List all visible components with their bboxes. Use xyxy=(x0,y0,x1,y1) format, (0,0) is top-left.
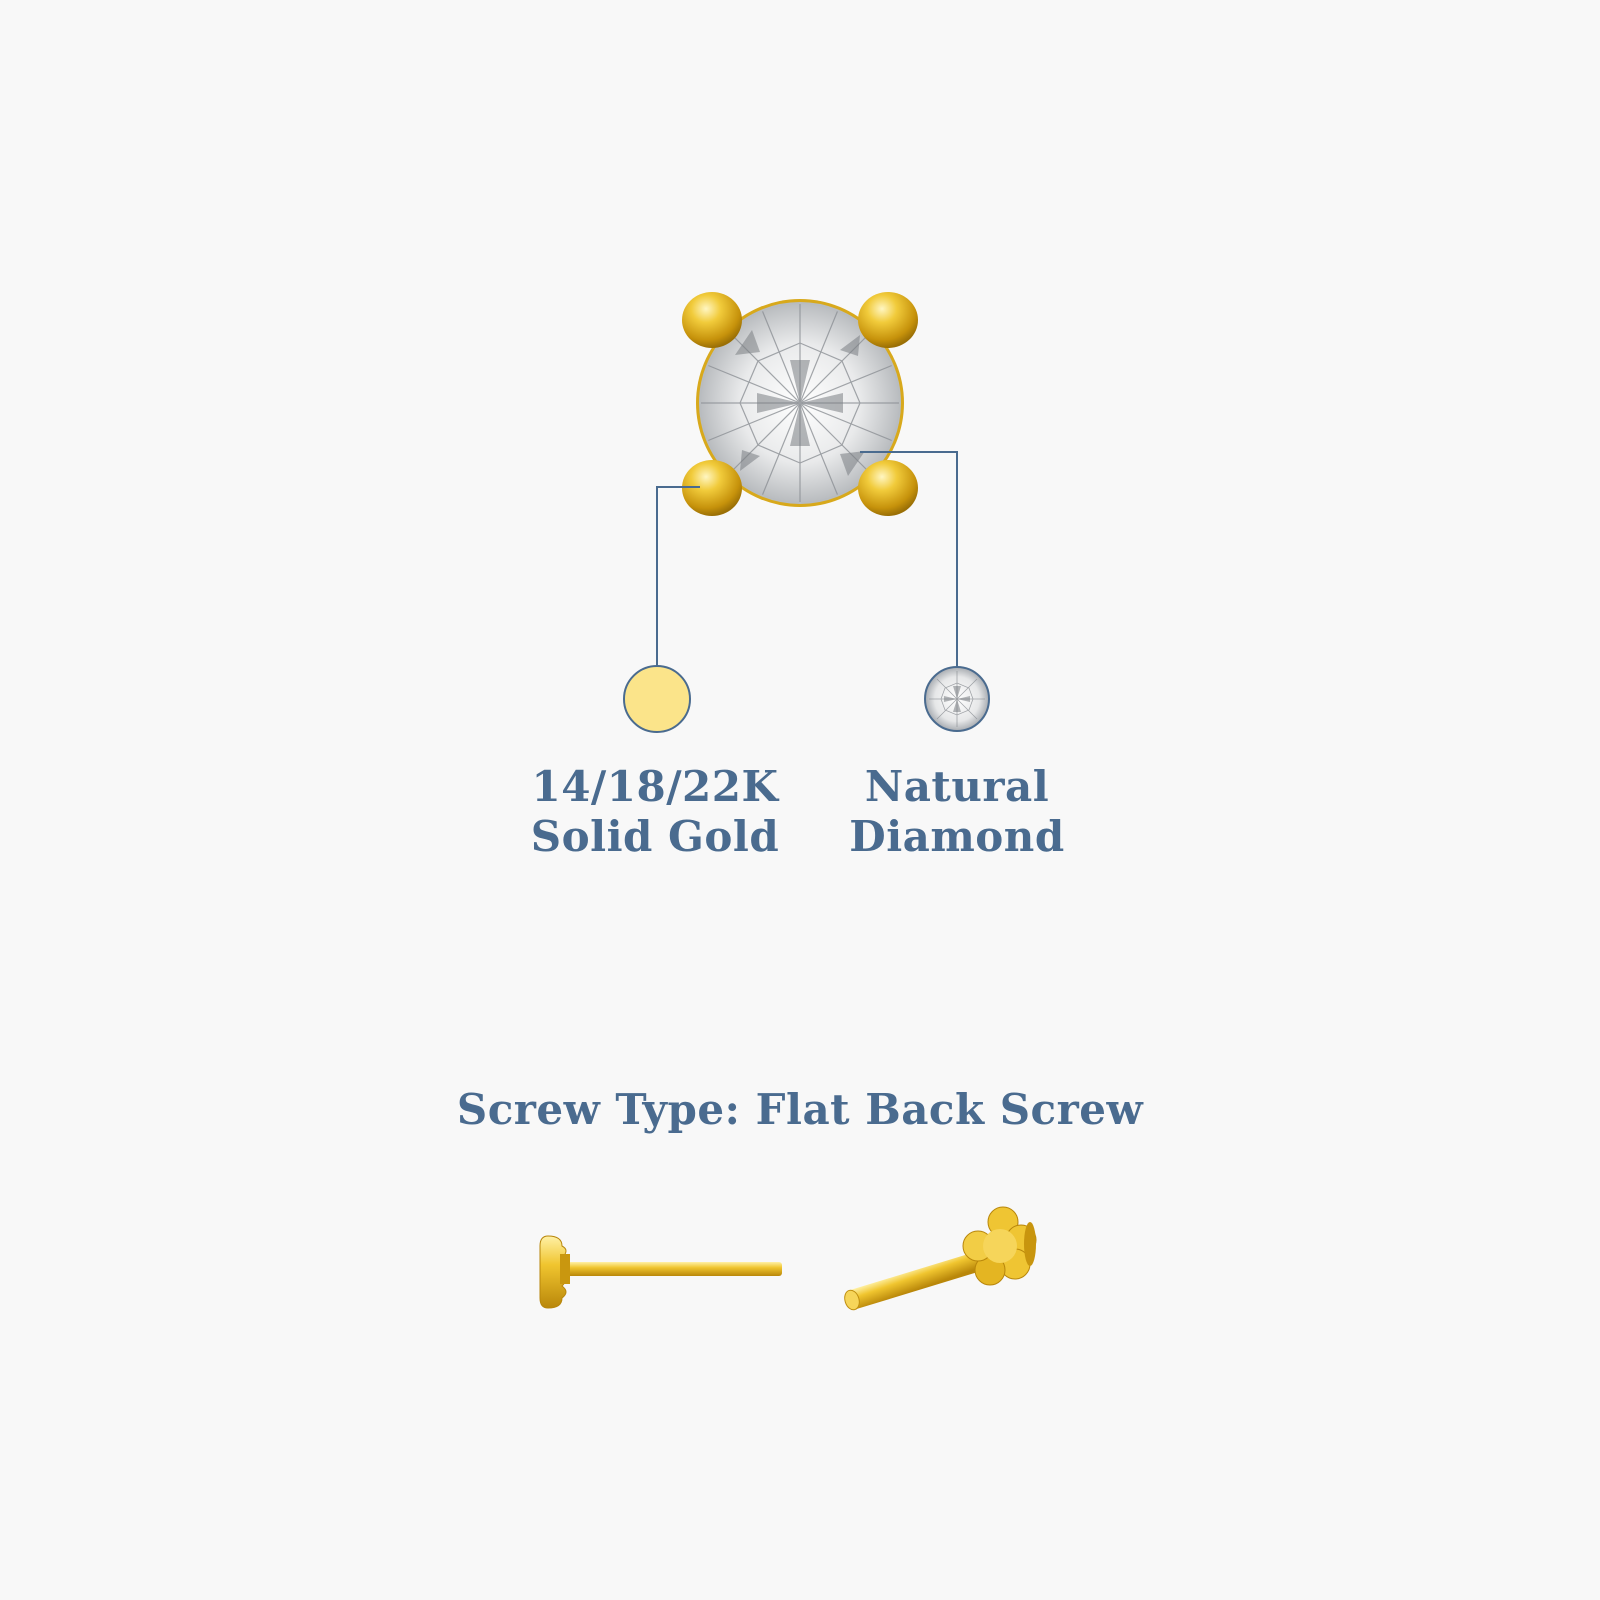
prong-top-left xyxy=(682,292,742,348)
screw-type-heading: Screw Type: Flat Back Screw xyxy=(456,1085,1144,1134)
flat-back-screw-side-view xyxy=(539,1235,782,1309)
prongs xyxy=(682,292,918,516)
prong-top-right xyxy=(858,292,918,348)
screw-flower-head xyxy=(962,1206,1037,1286)
prong-bottom-right xyxy=(858,460,918,516)
diamond-swatch xyxy=(924,666,990,732)
prong-bottom-left xyxy=(682,460,742,516)
gold-swatch xyxy=(623,665,691,733)
flat-back-screw-angled-view xyxy=(844,1206,1037,1311)
stud-earring xyxy=(682,292,918,516)
gold-leader-line xyxy=(656,486,700,667)
gold-label-line1: 14/18/22K xyxy=(531,762,779,811)
diamond-label-line1: Natural xyxy=(864,762,1050,811)
diamond-material-label: Natural Diamond xyxy=(797,762,1117,862)
diamond-leader-line xyxy=(860,451,958,667)
gold-material-label: 14/18/22K Solid Gold xyxy=(495,762,815,862)
diamond-label-line2: Diamond xyxy=(849,812,1065,861)
gold-label-line2: Solid Gold xyxy=(530,812,780,861)
diamond-stone xyxy=(699,302,901,504)
